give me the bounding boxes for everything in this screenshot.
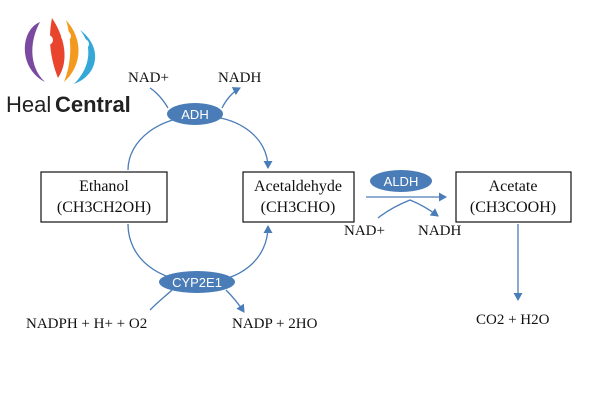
cyp2e1-cofactor-out: NADP + 2HO [232, 316, 318, 332]
brand-logo: Heal Central [6, 18, 131, 117]
adh-enzyme-label: ADH [181, 107, 208, 122]
ethanol-formula: (CH3CH2OH) [57, 199, 151, 216]
acetaldehyde-box [242, 171, 355, 223]
brand-name-central: Central [55, 92, 131, 117]
aldh-enzyme-badge [370, 170, 432, 192]
adh-cofactor-out: NADH [218, 70, 261, 86]
cyp2e1-enzyme-label: CYP2E1 [172, 275, 222, 290]
acetate-name: Acetate [489, 178, 538, 195]
aldh-cofactor-in: NAD+ [344, 223, 385, 239]
acetate-formula: (CH3COOH) [470, 199, 556, 216]
adh-cofactor-out-arrow [221, 87, 241, 109]
acetate-box [455, 171, 572, 223]
cyp2e1-cofactor-in-arrow [149, 289, 173, 311]
cyp2e1-enzyme-badge [159, 271, 235, 293]
adh-enzyme-badge [167, 103, 223, 125]
aldh-cofactor-arrow [377, 199, 439, 219]
final-products: CO2 + H2O [476, 312, 550, 328]
adh-cofactor-in-arrow [149, 87, 169, 109]
adh-cofactor-in: NAD+ [128, 70, 169, 86]
cyp2e1-cofactor-in: NADPH + H+ + O2 [26, 316, 147, 332]
cyp2e1-cofactor-out-arrow [225, 289, 245, 313]
acetaldehyde-formula: (CH3CHO) [261, 199, 336, 216]
brand-name-heal: Heal [6, 92, 51, 117]
aldh-enzyme-label: ALDH [384, 174, 419, 189]
ethanol-box [40, 171, 168, 223]
flame-figures-icon [24, 18, 96, 84]
aldh-cofactor-out: NADH [418, 223, 461, 239]
ethanol-name: Ethanol [79, 178, 129, 195]
acetaldehyde-name: Acetaldehyde [254, 178, 342, 195]
